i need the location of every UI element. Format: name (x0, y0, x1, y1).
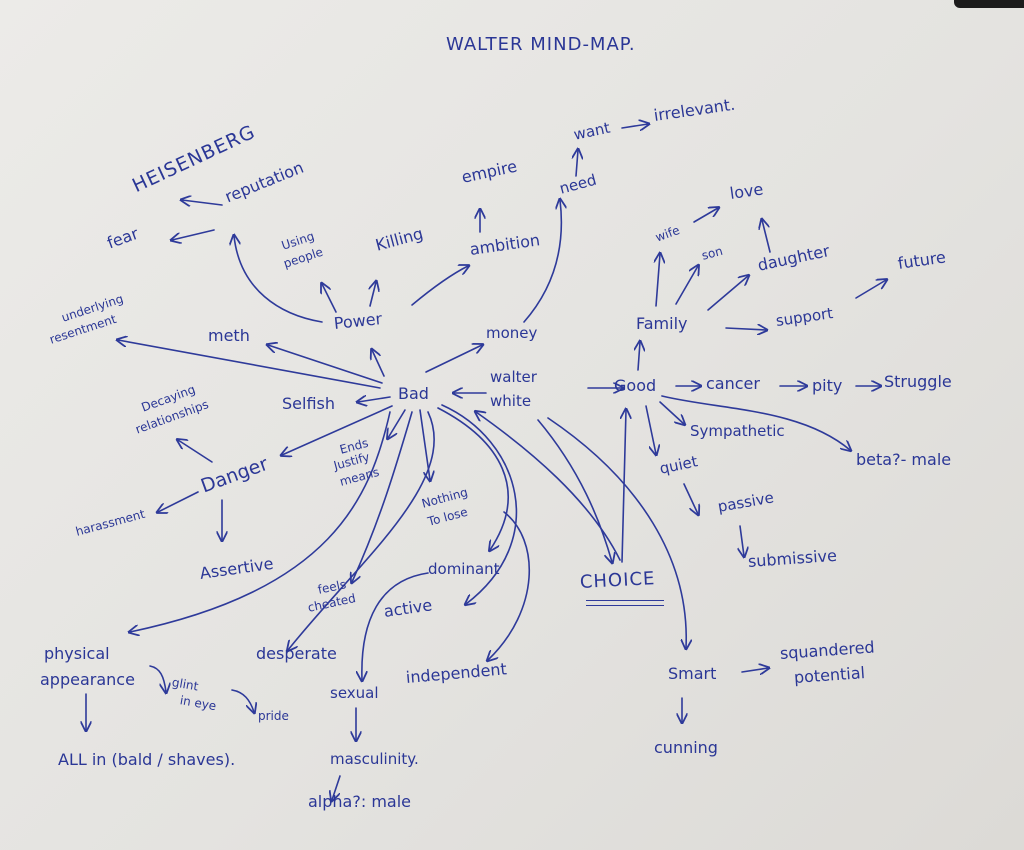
edge-power-killing (370, 282, 376, 307)
word-smart: Smart (668, 664, 717, 683)
word-cunning: cunning (654, 738, 718, 757)
edge-power-reputation (234, 236, 323, 323)
edge-power-using (322, 284, 337, 313)
window-corner-bar (954, 0, 1024, 8)
word-bad: Bad (398, 384, 429, 403)
edge-reputation-heisenberg (182, 200, 223, 205)
word-pity: pity (812, 376, 843, 395)
edge-bad-active (441, 404, 518, 604)
edge-good-sympathetic (659, 401, 684, 424)
edge-bad-resentment (118, 340, 381, 389)
edge-choice-center (476, 412, 621, 561)
edge-bad-meth (268, 345, 383, 384)
edge-passive-submissive (740, 525, 744, 556)
edge-choice-good (622, 410, 626, 563)
word-appearance: appearance (40, 670, 135, 689)
edge-center-choice (537, 419, 612, 562)
edge-bad-power (372, 350, 385, 377)
word-masculinity: masculinity. (330, 750, 419, 768)
edge-dominant-sexual (362, 572, 429, 680)
word-desperate: desperate (256, 644, 337, 663)
edge-quiet-passive (683, 483, 698, 514)
edge-bad-danger (282, 405, 393, 455)
edge-bad-feels (352, 411, 413, 582)
edge-family-son (675, 266, 698, 305)
edge-physical-glint (149, 665, 166, 692)
edge-reputation-fear (172, 229, 215, 240)
edge-family-daughter (707, 276, 748, 311)
word-sexual: sexual (330, 684, 379, 702)
word-good: Good (614, 376, 657, 395)
edge-good-family (638, 342, 640, 371)
word-family: Family (636, 314, 688, 333)
word-meth: meth (208, 326, 250, 345)
choice-underline-1 (586, 600, 664, 601)
edge-bad-assertive (130, 411, 391, 632)
word-cancer: cancer (706, 374, 760, 393)
edge-danger-decaying (178, 440, 213, 463)
word-all-in: ALL in (bald / shaves). (58, 750, 236, 769)
edge-power-ambition (411, 266, 468, 306)
choice-underline-2 (586, 605, 664, 606)
edge-wife-love (693, 208, 718, 223)
word-pride: pride (258, 709, 289, 723)
word-beta-male: beta?- male (856, 450, 952, 469)
center-node-line1: walter (490, 368, 537, 386)
edge-bad-selfish (358, 397, 391, 402)
edge-glint-pride (231, 689, 254, 712)
edge-nothing-indep (488, 511, 530, 660)
edge-money-need (523, 200, 561, 323)
word-choice: CHOICE (579, 568, 656, 593)
word-money: money (486, 324, 538, 342)
edge-support-future (855, 280, 886, 299)
edge-want-irrelevant (621, 124, 648, 128)
edge-family-support (725, 328, 766, 330)
edge-bad-ends (388, 409, 406, 438)
word-selfish: Selfish (282, 394, 335, 413)
edge-good-quiet (645, 405, 656, 454)
page-title: WALTER MIND-MAP. (446, 34, 636, 55)
edge-daughter-love (762, 220, 771, 253)
center-node-line2: white (490, 392, 532, 410)
edge-family-wife (656, 254, 660, 307)
edge-bad-money (425, 345, 482, 373)
edge-need-want (576, 150, 578, 177)
edge-masculinity-alpha (332, 775, 341, 800)
edge-danger-harassment (158, 491, 199, 512)
word-physical: physical (44, 644, 110, 663)
word-sympathetic: Sympathetic (690, 422, 785, 440)
word-dominant: dominant (428, 560, 500, 578)
word-alpha-male: alpha?: male (308, 792, 411, 811)
edge-bad-desperate (288, 411, 435, 650)
edge-good-beta (661, 395, 850, 450)
edge-bad-dominant (437, 407, 509, 550)
edge-center-smart (547, 417, 686, 648)
edge-smart-squandered (741, 668, 768, 672)
word-struggle: Struggle (884, 372, 952, 391)
